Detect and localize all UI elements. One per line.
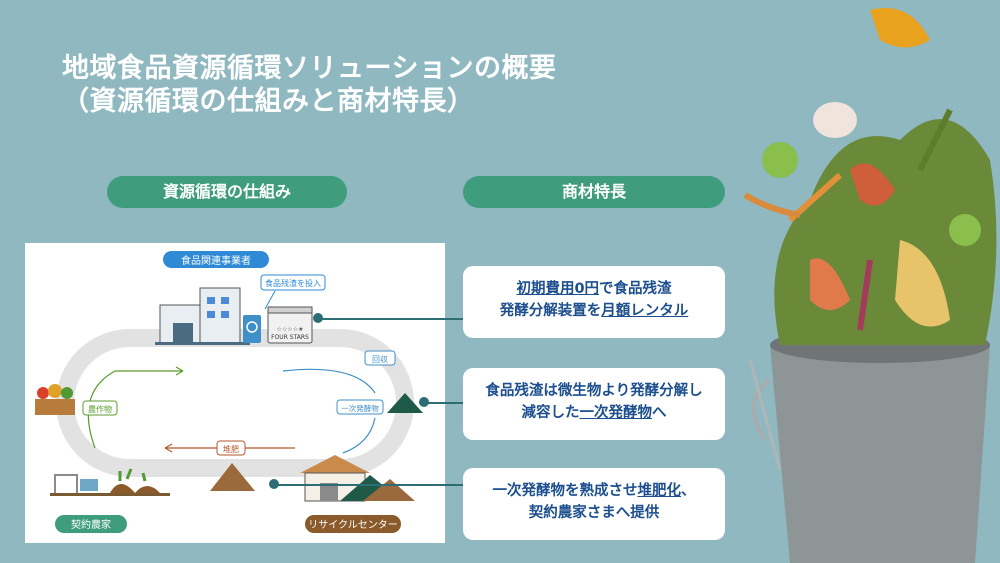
feature-2-line-2: 減容した一次発酵物へ [463, 402, 725, 424]
feature-3-text-a: 一次発酵物を熟成させ [492, 483, 638, 499]
recycle-bin-icon [243, 315, 261, 343]
bucket-body [770, 345, 990, 563]
primary-ferment-label: 一次発酵物 [341, 403, 379, 413]
feature-3-highlight-composting: 堆肥化 [637, 483, 682, 499]
eggshell [813, 102, 857, 138]
food-waste-bucket-image [743, 8, 997, 563]
food-business-label: 食品関連事業者 [181, 254, 251, 267]
feature-card-compost: 一次発酵物を熟成させ堆肥化、 契約農家さまへ提供 [463, 468, 725, 540]
feature-2-text-c: へ [652, 405, 667, 421]
resource-cycle-diagram: 食品関連事業者 食品残渣を投入 ☆☆☆☆★ FOUR STARS [25, 243, 445, 543]
title-line-1: 地域食品資源循環ソリューションの概要 [62, 53, 557, 84]
recycle-center-badge [305, 515, 401, 533]
primary-ferment-pile-icon [387, 393, 423, 413]
feature-3-line-2: 契約農家さまへ提供 [463, 502, 725, 524]
bucket-handle [751, 378, 772, 442]
feature-1-line-2: 発酵分解装置を月額レンタル [463, 300, 725, 322]
crops-label: 農作物 [88, 404, 112, 414]
feature-2-text-b: 減容した [521, 405, 580, 421]
recycling-center-icon [300, 455, 415, 502]
collect-tag [364, 350, 396, 366]
feature-1-highlight-initial-cost: 初期費用0円 [516, 281, 600, 297]
feature-3-text-c: 契約農家さまへ提供 [528, 505, 660, 521]
to-center-arrow [342, 417, 376, 454]
connector-dot-1 [313, 313, 323, 323]
connector-line-2 [424, 402, 464, 404]
feature-1-text-a: で食品残渣 [599, 281, 672, 297]
machine-stars: ☆☆☆☆★ [277, 326, 304, 333]
feature-1-text-b: 発酵分解装置を [499, 303, 602, 319]
compost-pile-icon [210, 463, 255, 491]
crops-arrow [87, 370, 183, 449]
connector-dot-2 [419, 397, 429, 407]
feature-2-highlight-primary-ferment: 一次発酵物 [579, 405, 653, 421]
compost-label: 堆肥 [223, 444, 239, 454]
feature-2-line-1: 食品残渣は微生物より発酵分解し [463, 380, 725, 402]
input-arrow [264, 290, 276, 310]
food-waste-input-tag [260, 274, 326, 291]
crops-arrowhead [175, 366, 184, 376]
machine-brand: FOUR STARS [271, 334, 309, 341]
food-business-badge [163, 251, 269, 268]
collect-label: 回収 [372, 354, 388, 364]
feature-2-text-a: 食品残渣は微生物より発酵分解し [485, 383, 703, 399]
compost-tag [216, 440, 246, 456]
feature-1-line-1: 初期費用0円で食品残渣 [463, 278, 725, 300]
page-title: 地域食品資源循環ソリューションの概要 （資源循環の仕組みと商材特長） [62, 52, 556, 118]
recycle-center-label: リサイクルセンター [308, 519, 398, 531]
connector-line-3 [274, 484, 464, 486]
vegetable-crate-icon [35, 384, 75, 415]
feature-card-fermentation: 食品残渣は微生物より発酵分解し 減容した一次発酵物へ [463, 368, 725, 440]
feature-3-text-b: 、 [681, 483, 696, 499]
food-waste-input-label: 食品残渣を投入 [265, 278, 321, 288]
contract-farm-badge [55, 515, 127, 533]
primary-ferment-tag [336, 399, 384, 415]
fermentation-machine-icon [267, 306, 313, 344]
collect-arrow [282, 368, 376, 394]
section-label-features: 商材特長 [463, 176, 725, 208]
contract-farm-label: 契約農家 [71, 518, 111, 531]
feature-3-line-1: 一次発酵物を熟成させ堆肥化、 [463, 480, 725, 502]
factory-icon [155, 287, 250, 345]
crops-tag [82, 400, 118, 416]
feature-card-rental: 初期費用0円で食品残渣 発酵分解装置を月額レンタル [463, 266, 725, 338]
farm-icon [50, 468, 170, 496]
cycle-illustration: 食品関連事業者 食品残渣を投入 ☆☆☆☆★ FOUR STARS [35, 251, 423, 533]
banana-peel [895, 240, 950, 327]
connector-dot-3 [269, 479, 279, 489]
connector-line-1 [318, 318, 464, 320]
compost-arrowhead [164, 443, 173, 453]
title-line-2: （資源循環の仕組みと商材特長） [62, 86, 475, 117]
feature-1-highlight-monthly-rental: 月額レンタル [601, 303, 689, 319]
section-label-mechanism: 資源循環の仕組み [107, 176, 347, 208]
